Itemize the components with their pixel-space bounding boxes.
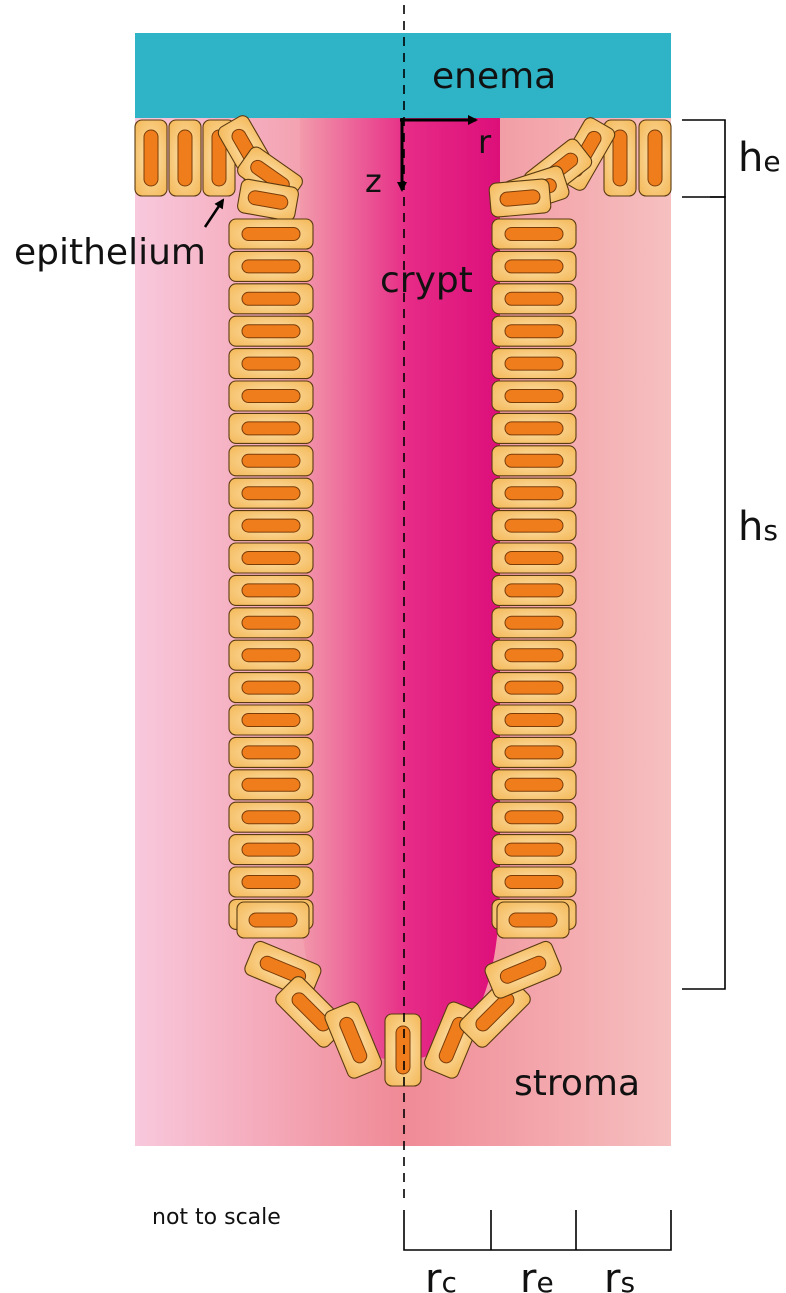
epithelial-cell bbox=[492, 673, 576, 703]
epithelial-cell bbox=[237, 902, 309, 938]
epithelial-cell bbox=[492, 381, 576, 411]
epithelial-cell bbox=[229, 478, 313, 508]
epithelial-cell bbox=[492, 543, 576, 573]
crypt-label: crypt bbox=[380, 260, 473, 301]
epithelial-cell bbox=[229, 867, 313, 897]
stroma-label: stroma bbox=[514, 1063, 640, 1104]
epithelial-cell bbox=[492, 478, 576, 508]
epithelial-cell bbox=[229, 381, 313, 411]
epithelial-cell bbox=[489, 178, 552, 217]
epithelial-cell bbox=[492, 251, 576, 281]
epithelial-cell bbox=[229, 705, 313, 735]
h-s-label: hs bbox=[738, 504, 778, 550]
h-s-bracket bbox=[682, 197, 725, 989]
epithelial-cell bbox=[229, 737, 313, 767]
h-e-label: he bbox=[738, 135, 781, 181]
epithelial-cell bbox=[229, 511, 313, 541]
epithelial-cell bbox=[229, 413, 313, 443]
epithelial-cell bbox=[229, 251, 313, 281]
epithelial-cell bbox=[639, 120, 671, 196]
radius-scale-bar bbox=[404, 1210, 671, 1250]
epithelial-cell bbox=[492, 349, 576, 379]
epithelial-cell bbox=[492, 219, 576, 249]
epithelial-cell bbox=[492, 413, 576, 443]
enema-label: enema bbox=[432, 56, 556, 97]
epithelial-cell bbox=[135, 120, 167, 196]
epithelial-cell bbox=[492, 737, 576, 767]
epithelial-cell bbox=[385, 1014, 421, 1086]
epithelial-cell bbox=[229, 446, 313, 476]
epithelial-cell bbox=[492, 316, 576, 346]
r-c-label: rc bbox=[425, 1256, 457, 1293]
epithelial-cell bbox=[229, 770, 313, 800]
epithelial-cell bbox=[229, 284, 313, 314]
epithelial-cell bbox=[492, 640, 576, 670]
axis-z-label: z bbox=[365, 162, 382, 200]
epithelial-cell bbox=[492, 835, 576, 865]
epithelial-cell bbox=[229, 802, 313, 832]
epithelium-label: epithelium bbox=[14, 232, 206, 273]
epithelial-cell bbox=[497, 902, 569, 938]
epithelial-cell bbox=[492, 575, 576, 605]
r-s-label: rs bbox=[604, 1256, 635, 1293]
h-e-bracket bbox=[682, 120, 725, 197]
axis-r-label: r bbox=[478, 123, 492, 161]
epithelial-cell bbox=[229, 575, 313, 605]
epithelial-cell bbox=[229, 543, 313, 573]
epithelial-cell bbox=[229, 219, 313, 249]
epithelial-cell bbox=[492, 511, 576, 541]
epithelial-cell bbox=[492, 802, 576, 832]
epithelial-cell bbox=[492, 770, 576, 800]
epithelial-cell bbox=[229, 608, 313, 638]
epithelial-cell bbox=[229, 835, 313, 865]
epithelial-cell bbox=[492, 284, 576, 314]
epithelial-cell bbox=[492, 867, 576, 897]
r-e-label: re bbox=[520, 1256, 554, 1293]
epithelial-cell bbox=[169, 120, 201, 196]
epithelial-cell bbox=[229, 673, 313, 703]
epithelial-cell bbox=[229, 640, 313, 670]
enema-layer bbox=[135, 33, 671, 118]
epithelial-cell bbox=[492, 705, 576, 735]
epithelial-cell bbox=[492, 608, 576, 638]
not-to-scale-note: not to scale bbox=[152, 1205, 281, 1230]
epithelial-cell bbox=[229, 316, 313, 346]
epithelial-cell bbox=[229, 349, 313, 379]
epithelial-cell bbox=[492, 446, 576, 476]
